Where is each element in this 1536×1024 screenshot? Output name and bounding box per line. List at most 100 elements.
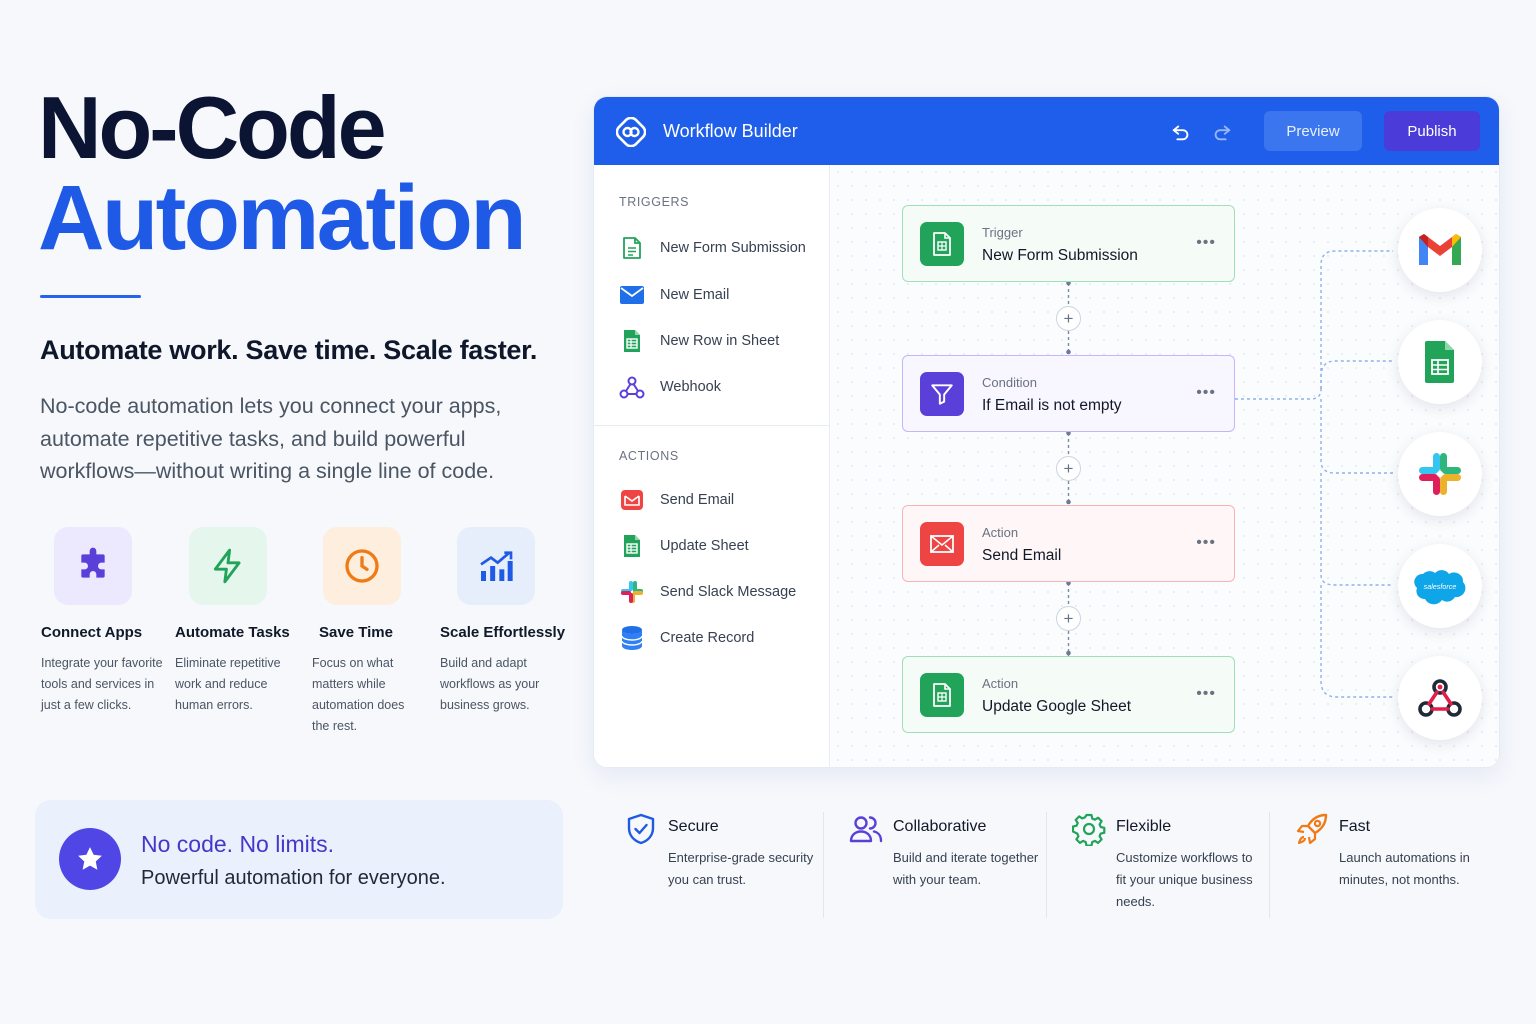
sheet-icon	[619, 533, 645, 559]
filter-icon	[920, 372, 964, 416]
feature-save-time	[323, 527, 453, 605]
puzzle-icon	[54, 527, 132, 605]
workflow-node-condition[interactable]: Condition If Email is not empty •••	[902, 355, 1235, 432]
salesforce-app[interactable]: salesforce	[1398, 544, 1482, 628]
node-menu-icon[interactable]: •••	[1196, 234, 1216, 251]
benefit-description: Build and iterate together with your tea…	[893, 850, 1039, 887]
node-kind: Action	[982, 676, 1019, 691]
sidebar-divider	[594, 425, 830, 426]
feature-connect-apps	[54, 527, 184, 605]
slack-app[interactable]	[1398, 432, 1482, 516]
gmail-app[interactable]	[1398, 208, 1482, 292]
sidebar-action-update-sheet[interactable]: Update Sheet	[619, 531, 819, 561]
webhook-icon	[1418, 679, 1462, 717]
triggers-heading: TRIGGERS	[619, 195, 690, 209]
publish-button[interactable]: Publish	[1384, 111, 1480, 151]
sidebar-item-label: Send Email	[660, 492, 735, 508]
workflow-node-trigger[interactable]: Trigger New Form Submission •••	[902, 205, 1235, 282]
mail-icon	[920, 522, 964, 566]
sidebar-action-send-email[interactable]: Send Email	[619, 485, 819, 515]
benefit-divider	[1046, 812, 1047, 918]
benefit-description: Enterprise-grade security you can trust.	[668, 850, 814, 887]
star-icon	[59, 828, 121, 890]
add-step-button[interactable]: +	[1056, 606, 1081, 631]
promo-subtitle: Powerful automation for everyone.	[141, 867, 446, 889]
hero-divider	[40, 295, 141, 298]
slack-icon	[1419, 453, 1461, 495]
feature-automate-tasks	[189, 527, 319, 605]
add-step-button[interactable]: +	[1056, 306, 1081, 331]
sidebar-trigger-new-row-in-sheet[interactable]: New Row in Sheet	[619, 326, 819, 356]
feature-title: Automate Tasks	[175, 624, 290, 641]
benefit-secure: Secure Enterprise-grade security you can…	[624, 810, 814, 920]
sidebar-trigger-webhook[interactable]: Webhook	[619, 372, 819, 402]
sidebar-action-send-slack-message[interactable]: Send Slack Message	[619, 577, 819, 607]
sidebar-item-label: Update Sheet	[660, 538, 749, 554]
feature-automate-tasks-text: Automate Tasks Eliminate repetitive work…	[175, 624, 295, 716]
lightning-icon	[189, 527, 267, 605]
users-icon	[849, 816, 883, 843]
add-step-button[interactable]: +	[1056, 456, 1081, 481]
node-kind: Trigger	[982, 225, 1023, 240]
redo-icon[interactable]	[1211, 121, 1233, 143]
hero-description: No-code automation lets you connect your…	[40, 394, 502, 483]
benefit-divider	[823, 812, 824, 918]
builder-title: Workflow Builder	[663, 121, 798, 141]
growth-chart-icon	[457, 527, 535, 605]
feature-save-time-text: Save Time Focus on what matters while au…	[312, 624, 420, 737]
benefit-collaborative: Collaborative Build and iterate together…	[849, 810, 1039, 920]
gear-icon	[1072, 813, 1106, 846]
sheet-icon	[920, 673, 964, 717]
preview-button[interactable]: Preview	[1264, 111, 1362, 151]
feature-scale-effortlessly	[457, 527, 587, 605]
benefit-flexible: Flexible Customize workflows to fit your…	[1072, 810, 1262, 920]
workflow-node-action-update-sheet[interactable]: Action Update Google Sheet •••	[902, 656, 1235, 733]
node-name: Send Email	[982, 547, 1062, 564]
sheet-icon	[619, 328, 645, 354]
benefit-description: Launch automations in minutes, not month…	[1339, 850, 1470, 887]
database-icon	[619, 625, 645, 651]
webhook-app[interactable]	[1398, 656, 1482, 740]
form-document-icon	[619, 235, 645, 261]
google-sheets-app[interactable]	[1398, 320, 1482, 404]
rocket-icon	[1296, 813, 1328, 845]
feature-title: Connect Apps	[41, 624, 143, 641]
sidebar-action-create-record[interactable]: Create Record	[619, 623, 819, 653]
sidebar-item-label: Webhook	[660, 379, 721, 395]
hero-title-line-1: No-Code	[38, 78, 387, 177]
undo-icon[interactable]	[1170, 121, 1192, 143]
sidebar-item-label: New Row in Sheet	[660, 333, 780, 349]
node-name: New Form Submission	[982, 247, 1138, 264]
benefit-divider	[1269, 812, 1270, 918]
sidebar-item-label: Create Record	[660, 630, 755, 646]
benefit-title: Collaborative	[893, 818, 987, 835]
promo-title: No code. No limits.	[141, 831, 335, 857]
slack-icon	[619, 579, 645, 605]
node-menu-icon[interactable]: •••	[1196, 534, 1216, 551]
feature-description: Focus on what matters while automation d…	[312, 656, 405, 733]
node-kind: Action	[982, 525, 1019, 540]
feature-description: Integrate your favorite tools and servic…	[41, 656, 163, 712]
node-name: If Email is not empty	[982, 397, 1122, 414]
feature-list: Connect Apps Integrate your favorite too…	[34, 527, 565, 747]
promo-banner: No code. No limits. Powerful automation …	[35, 800, 563, 919]
node-menu-icon[interactable]: •••	[1196, 384, 1216, 401]
hero-tagline: Automate work. Save time. Scale faster.	[40, 335, 538, 365]
gmail-icon	[1419, 234, 1461, 265]
salesforce-wordmark: salesforce	[1424, 582, 1457, 591]
sidebar-item-label: Send Slack Message	[660, 584, 797, 600]
actions-heading: ACTIONS	[619, 449, 679, 463]
workflow-node-action-send-email[interactable]: Action Send Email •••	[902, 505, 1235, 582]
webhook-icon	[619, 374, 645, 400]
feature-scale-effortlessly-text: Scale Effortlessly Build and adapt workf…	[440, 624, 565, 716]
node-menu-icon[interactable]: •••	[1196, 685, 1216, 702]
node-kind: Condition	[982, 375, 1037, 390]
mail-icon	[619, 487, 645, 513]
sidebar-trigger-new-form-submission[interactable]: New Form Submission	[619, 233, 819, 263]
builder-sidebar: TRIGGERS New Form Submission New Email N…	[594, 165, 830, 767]
feature-title: Save Time	[319, 624, 393, 641]
benefit-title: Fast	[1339, 818, 1371, 835]
workflow-canvas[interactable]: Trigger New Form Submission ••• + Condit…	[831, 165, 1499, 767]
sidebar-trigger-new-email[interactable]: New Email	[619, 280, 819, 310]
feature-description: Eliminate repetitive work and reduce hum…	[175, 656, 281, 712]
